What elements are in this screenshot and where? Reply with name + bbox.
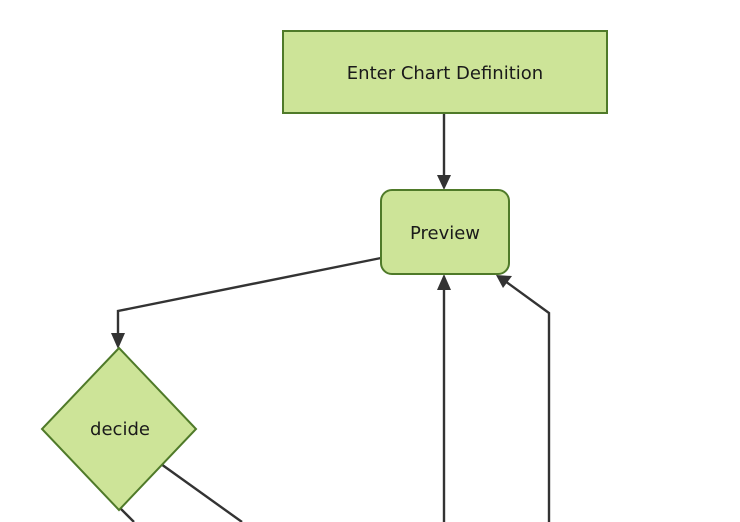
- node-preview-label: Preview: [410, 223, 480, 244]
- edge-bottom-right-to-preview[interactable]: [496, 275, 551, 522]
- node-decide-label: decide: [90, 419, 150, 440]
- node-enter-chart-definition-label: Enter Chart Definition: [347, 63, 543, 84]
- node-enter-chart-definition-shape: [282, 30, 608, 114]
- edge-enter-to-preview[interactable]: [437, 113, 451, 190]
- edge-bottom-left-to-preview[interactable]: [437, 274, 451, 522]
- arrowhead-down-into-decide: [111, 333, 125, 349]
- arrowhead-down-into-preview: [437, 175, 451, 190]
- node-preview[interactable]: Preview: [380, 189, 510, 275]
- arrowhead-upleft-into-preview: [496, 275, 512, 288]
- node-decide[interactable]: decide: [40, 346, 198, 512]
- edge-decide-right-out-line: [160, 463, 243, 522]
- node-preview-shape: [380, 189, 510, 275]
- node-decide-shape: [40, 346, 198, 512]
- edge-preview-to-decide-line: [116, 256, 382, 339]
- arrowhead-up-into-preview: [437, 274, 451, 290]
- edge-bottom-right-to-preview-line: [504, 280, 551, 522]
- node-layer: Enter Chart Definition Preview decide: [40, 30, 608, 512]
- edge-decide-right-out[interactable]: [160, 463, 243, 522]
- node-enter-chart-definition[interactable]: Enter Chart Definition: [282, 30, 608, 114]
- edge-preview-to-decide[interactable]: [111, 256, 382, 349]
- edge-layer: [111, 113, 551, 522]
